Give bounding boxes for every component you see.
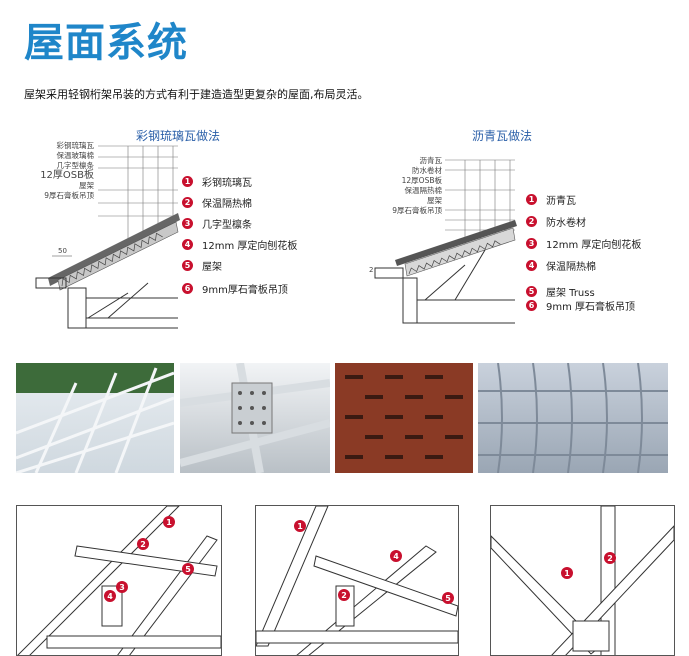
marker-icon: 2: [182, 196, 193, 208]
legend-text: 几字型檩条: [202, 219, 252, 231]
legend-text: 彩钢琉璃瓦: [202, 177, 252, 189]
marker-icon: 3: [116, 581, 128, 593]
layer-label: 保温玻璃棉: [56, 151, 95, 160]
layer-label: 屋架: [79, 181, 94, 190]
legend-text: 屋架: [202, 261, 222, 273]
layer-label: 几字型檩条: [56, 161, 95, 170]
truss-detail-diagram-2: 1 2 4 5: [255, 505, 459, 656]
marker-icon: 5: [442, 592, 454, 604]
truss-photo: [16, 363, 174, 473]
legend-item: 1 沥青瓦: [526, 192, 641, 207]
marker-icon: 2: [137, 538, 149, 550]
marker-icon: 3: [526, 237, 537, 249]
legend-text: 9mm厚石膏板吊顶: [202, 284, 288, 296]
marker-icon: 4: [526, 259, 537, 271]
left-section-title: 彩钢琉璃瓦做法: [136, 129, 221, 143]
marker-icon: 1: [163, 516, 175, 528]
marker-icon: 5: [526, 285, 537, 297]
marker-icon: 6: [182, 282, 193, 294]
layer-label: 彩钢琉璃瓦: [56, 141, 95, 150]
marker-icon: 2: [604, 552, 616, 564]
marker-icon: 1: [182, 175, 193, 187]
marker-icon: 5: [182, 563, 194, 575]
legend-text: 沥青瓦: [546, 195, 576, 207]
truss-detail-diagram-1: 1 2 3 4 5: [16, 505, 222, 656]
marker-icon: 4: [390, 550, 402, 562]
right-legend: 1 沥青瓦 2 防水卷材 3 12mm 厚定向刨花板 4 保温隔热棉 5 屋架 Truss…: [526, 192, 642, 313]
legend-text: 12mm 厚定向刨花板: [202, 240, 298, 252]
marker-icon: 4: [104, 590, 116, 602]
layer-label: 9厚石膏板吊顶: [392, 206, 442, 215]
layer-label: 屋架: [427, 196, 442, 205]
legend-item: 5 屋架: [182, 258, 297, 273]
legend-text: 9mm 厚石膏板吊顶: [546, 301, 636, 313]
legend-item: 6 9mm厚石膏板吊顶: [182, 281, 297, 296]
right-section-title: 沥青瓦做法: [472, 129, 533, 143]
dimension-label: 50: [58, 247, 67, 255]
marker-icon: 4: [182, 238, 193, 250]
marker-icon: 3: [182, 217, 193, 229]
legend-text: 12mm 厚定向刨花板: [546, 239, 642, 251]
marker-icon: 2: [338, 589, 350, 601]
right-roof-section-drawing: 2: [369, 159, 517, 324]
legend-text: 屋架 Truss: [546, 287, 595, 299]
legend-item: 1 彩钢琉璃瓦: [182, 174, 297, 189]
page-title: 屋面系统: [24, 20, 188, 66]
legend-item: 2 防水卷材: [526, 214, 641, 229]
marker-icon: 5: [182, 259, 193, 271]
legend-text: 保温隔热棉: [202, 198, 252, 210]
legend-item: 2 保温隔热棉: [182, 195, 297, 210]
layer-label: 12厚OSB板: [40, 170, 94, 181]
legend-item: 4 12mm 厚定向刨花板: [182, 237, 298, 252]
legend-text: 防水卷材: [546, 217, 586, 229]
dimension-label: 2: [369, 266, 373, 274]
intro-text: 屋架采用轻钢桁架吊装的方式有利于建造造型更复杂的屋面,布局灵活。: [24, 88, 369, 101]
layer-label: 防水卷材: [412, 166, 442, 175]
marker-icon: 1: [561, 567, 573, 579]
left-roof-section-drawing: 50: [35, 145, 180, 329]
legend-item: 6 9mm 厚石膏板吊顶: [526, 298, 641, 313]
left-layer-labels: 彩钢琉璃瓦 保温玻璃棉 几字型檩条 12厚OSB板 屋架 9厚石膏板吊顶: [28, 141, 94, 201]
legend-text: 保温隔热棉: [546, 261, 596, 273]
legend-item: 5 屋架 Truss: [526, 284, 641, 299]
asphalt-shingle-photo: [335, 363, 473, 473]
layer-label: 沥青瓦: [419, 156, 443, 165]
right-layer-labels: 沥青瓦 防水卷材 12厚OSB板 保温隔热棉 屋架 9厚石膏板吊顶: [380, 156, 442, 216]
steel-tile-photo: [478, 363, 668, 473]
marker-icon: 1: [526, 193, 537, 205]
legend-item: 3 12mm 厚定向刨花板: [526, 236, 642, 251]
truss-detail-diagram-3: 1 2: [490, 505, 675, 656]
marker-icon: 2: [526, 215, 537, 227]
legend-item: 3 几字型檩条: [182, 216, 297, 231]
marker-icon: 6: [526, 299, 537, 311]
layer-label: 12厚OSB板: [401, 176, 442, 185]
legend-item: 4 保温隔热棉: [526, 258, 641, 273]
marker-icon: 1: [294, 520, 306, 532]
layer-label: 保温隔热棉: [404, 186, 443, 195]
connector-plate-photo: [180, 363, 330, 473]
layer-label: 9厚石膏板吊顶: [44, 191, 94, 200]
